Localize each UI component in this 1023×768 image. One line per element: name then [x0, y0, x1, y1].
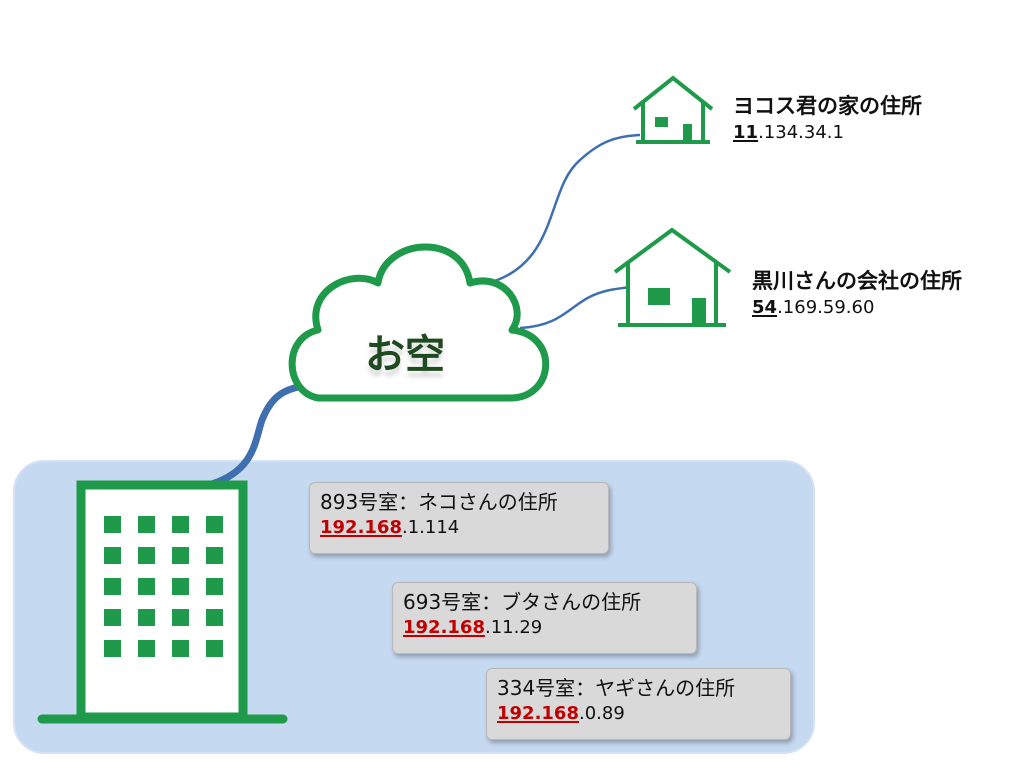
home-ip-prefix: 11	[733, 122, 759, 143]
room-ip-prefix: 192.168	[403, 617, 485, 638]
room-title: 334号室：ヤギさんの住所	[497, 676, 736, 700]
cable-building-cloud	[208, 381, 314, 488]
cloud-label: お空	[365, 332, 445, 378]
home-icon	[632, 75, 714, 144]
office-address-label: 黒川さんの会社の住所 54.169.59.60	[752, 267, 962, 321]
room-ip-rest: .0.89	[578, 703, 625, 724]
room-ip-rest: .11.29	[484, 617, 543, 638]
room-ip-prefix: 192.168	[320, 517, 402, 538]
cable-cloud-home2	[519, 285, 631, 330]
room-ip: 192.168.1.114	[320, 516, 598, 540]
cloud-shape	[288, 243, 550, 402]
room-ip-rest: .1.114	[401, 517, 460, 538]
room-title: 693号室：ブタさんの住所	[403, 590, 642, 614]
home-title: ヨコス君の家の住所	[733, 94, 922, 118]
office-ip-rest: .169.59.60	[777, 297, 875, 318]
home-ip: 11.134.34.1	[733, 120, 922, 146]
cable-cloud-home1	[484, 133, 641, 286]
room-address-box: 893号室：ネコさんの住所 192.168.1.114	[309, 482, 609, 554]
office-ip: 54.169.59.60	[752, 295, 962, 321]
office-title: 黒川さんの会社の住所	[752, 269, 962, 293]
home-ip-rest: .134.34.1	[758, 122, 844, 143]
room-ip-prefix: 192.168	[497, 703, 579, 724]
home-address-label: ヨコス君の家の住所 11.134.34.1	[733, 92, 922, 146]
apartment-building-icon	[37, 480, 288, 724]
room-ip: 192.168.11.29	[403, 616, 686, 640]
room-address-box: 334号室：ヤギさんの住所 192.168.0.89	[486, 668, 791, 740]
office-ip-prefix: 54	[752, 297, 778, 318]
room-title: 893号室：ネコさんの住所	[320, 490, 558, 514]
room-address-box: 693号室：ブタさんの住所 192.168.11.29	[392, 582, 697, 654]
office-icon	[613, 227, 732, 327]
room-ip: 192.168.0.89	[497, 702, 780, 726]
